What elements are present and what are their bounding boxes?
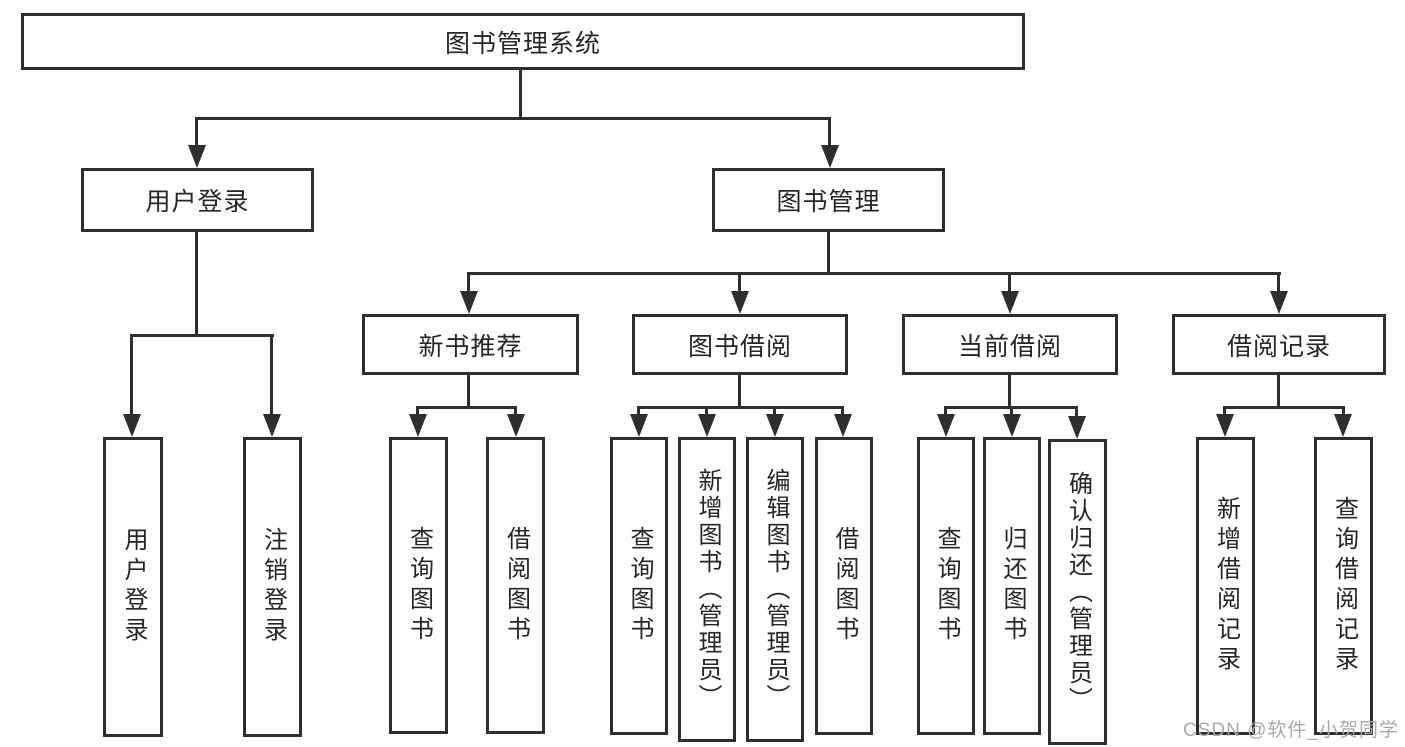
edge-book-borrow-stem	[738, 375, 741, 408]
leaf-return-books: 归还图书	[983, 437, 1041, 735]
arrow-to-borrow-records	[1270, 291, 1288, 314]
edge-borrow-records-stem	[1277, 375, 1280, 408]
edge-leaf-stem	[1075, 406, 1078, 418]
edge-borrow-records-rail	[1223, 406, 1345, 409]
edge-to-book-mgmt	[828, 117, 831, 147]
edge-user-login-stem	[195, 232, 198, 336]
leaf-label: 归还图书	[999, 526, 1026, 646]
node-label: 用户登录	[145, 188, 250, 216]
arrow-to-book-mgmt	[821, 145, 839, 168]
arrow-head	[834, 414, 852, 437]
edge-book-borrow-rail	[637, 406, 844, 409]
edge-root-stem	[519, 70, 522, 118]
edge-leaf-stem	[514, 406, 517, 416]
leaf-label: 查询图书	[626, 526, 653, 646]
edge-new-books-rail	[417, 406, 517, 409]
arrow-to-new-books	[460, 291, 478, 314]
leaf-add-borrow-record: 新增借阅记录	[1196, 437, 1255, 735]
arrow-head	[766, 414, 784, 437]
node-borrow-records: 借阅记录	[1172, 314, 1386, 375]
leaf-query-books: 查询图书	[389, 437, 448, 734]
node-root: 图书管理系统	[21, 13, 1025, 70]
arrow-head	[937, 414, 955, 437]
edge-to-user-login	[195, 117, 198, 147]
node-root-label: 图书管理系统	[444, 29, 601, 58]
edge-leaf-stem	[416, 406, 419, 416]
edge-modules-rail	[467, 272, 1281, 275]
edge-to-borrow-records	[1277, 272, 1280, 292]
edge-to-book-borrow	[738, 272, 741, 292]
leaf-add-books-admin: 新增图书（管理员）	[678, 437, 736, 742]
edge-leaf-stem	[841, 406, 844, 416]
leaf-label: 用户登录	[120, 527, 147, 647]
edge-book-mgmt-stem	[827, 232, 830, 274]
edge-leaf-stem	[773, 406, 776, 416]
watermark-text: CSDN @软件_小贺同学	[1183, 720, 1399, 741]
leaf-label: 借阅图书	[831, 526, 858, 646]
arrow-head	[1216, 414, 1234, 437]
node-book-mgmt: 图书管理	[712, 168, 945, 232]
arrow-head	[1068, 416, 1086, 439]
edge-leaf-stem	[637, 406, 640, 416]
arrow-head	[698, 414, 716, 437]
arrow-to-user-login	[188, 145, 206, 168]
edge-leaf-stem	[705, 406, 708, 416]
node-label: 新书推荐	[418, 332, 523, 361]
arrow-head	[630, 414, 648, 437]
leaf-logout: 注销登录	[243, 437, 302, 737]
edge-user-login-rail	[131, 334, 274, 337]
arrow-head	[507, 414, 525, 437]
leaf-borrow-books: 借阅图书	[815, 437, 873, 735]
arrow-to-leaf-login	[123, 414, 141, 437]
edge-leaf-stem	[944, 406, 947, 416]
edge-branch-rail	[196, 117, 831, 120]
arrow-head	[1334, 414, 1352, 437]
leaf-query-borrow-record: 查询借阅记录	[1314, 437, 1373, 735]
leaf-borrow-books: 借阅图书	[486, 437, 545, 734]
watermark: CSDN @软件_小贺同学	[1183, 715, 1399, 742]
leaf-label: 注销登录	[259, 527, 287, 647]
node-user-login: 用户登录	[81, 168, 314, 232]
arrow-to-current-borrow	[1001, 291, 1019, 314]
arrow-to-leaf-logout	[263, 414, 281, 437]
edge-leaf-stem	[1010, 406, 1013, 416]
arrow-head	[409, 414, 427, 437]
leaf-query-books: 查询图书	[917, 437, 975, 735]
leaf-label: 查询借阅记录	[1330, 496, 1358, 676]
leaf-label: 查询图书	[933, 526, 960, 646]
node-book-borrow: 图书借阅	[632, 314, 848, 375]
node-new-books: 新书推荐	[362, 314, 579, 375]
leaf-label: 确认归还（管理员）	[1064, 470, 1092, 714]
arrow-head	[1003, 414, 1021, 437]
leaf-label: 新增图书（管理员）	[694, 468, 721, 711]
edge-to-leaf-logout	[270, 334, 273, 417]
leaf-edit-books-admin: 编辑图书（管理员）	[746, 437, 804, 742]
edge-to-leaf-login	[130, 334, 133, 417]
node-label: 借阅记录	[1226, 332, 1331, 361]
edge-to-new-books	[467, 272, 470, 292]
node-label: 图书管理	[776, 188, 881, 216]
edge-new-books-stem	[467, 375, 470, 408]
edge-to-current-borrow	[1008, 272, 1011, 292]
leaf-label: 新增借阅记录	[1212, 496, 1240, 676]
arrow-to-book-borrow	[731, 291, 749, 314]
leaf-label: 编辑图书（管理员）	[762, 468, 789, 711]
leaf-label: 查询图书	[405, 525, 433, 646]
edge-current-borrow-stem	[1008, 375, 1011, 408]
node-label: 当前借阅	[957, 332, 1062, 361]
node-current-borrow: 当前借阅	[902, 314, 1118, 375]
leaf-label: 借阅图书	[502, 525, 530, 646]
edge-leaf-stem	[1223, 406, 1226, 416]
leaf-confirm-return-admin: 确认归还（管理员）	[1048, 439, 1107, 745]
node-label: 图书借阅	[687, 332, 792, 361]
edge-leaf-stem	[1342, 406, 1345, 416]
leaf-query-books: 查询图书	[610, 437, 668, 735]
leaf-user-login: 用户登录	[103, 437, 163, 737]
